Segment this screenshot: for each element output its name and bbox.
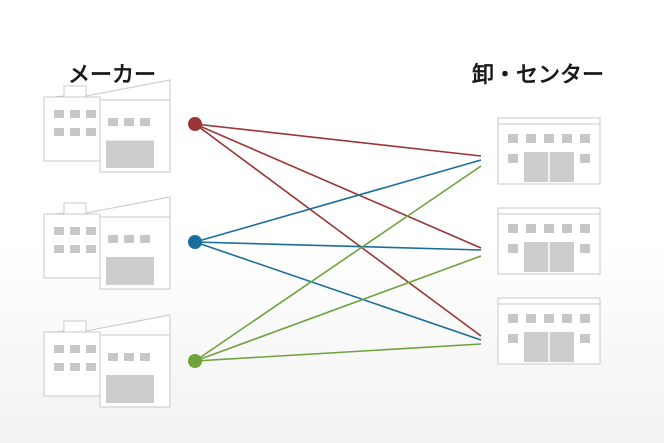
link-maker-3-to-center-2 (194, 255, 482, 362)
link-maker-2-to-center-3 (194, 241, 482, 341)
link-maker-3-to-center-3 (194, 343, 482, 362)
factory-icon-2 (43, 196, 171, 290)
link-maker-1-to-center-3 (194, 123, 482, 337)
link-maker-2-to-center-2 (194, 241, 482, 251)
link-maker-1-to-center-1 (194, 123, 482, 157)
link-maker-2-to-center-1 (194, 159, 482, 243)
maker-label: メーカー (68, 63, 156, 88)
warehouse-icon-3 (497, 297, 601, 365)
connection-lines (194, 123, 482, 362)
maker-node-2 (188, 235, 202, 249)
factory-icon-1 (43, 79, 171, 173)
link-maker-1-to-center-2 (194, 123, 482, 249)
factory-icon-3 (43, 314, 171, 408)
maker-node-3 (188, 354, 202, 368)
link-maker-3-to-center-1 (194, 165, 482, 362)
wholesale-label: 卸・センター (472, 62, 604, 88)
maker-node-1 (188, 117, 202, 131)
warehouse-icon-2 (497, 207, 601, 275)
warehouse-icon-1 (497, 117, 601, 185)
